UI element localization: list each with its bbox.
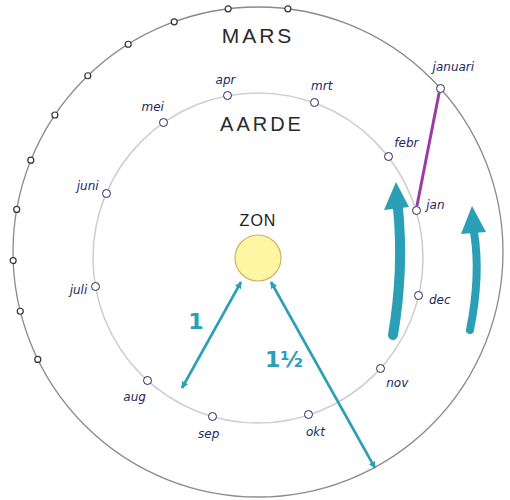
- planet-position: januari: [436, 84, 445, 93]
- month-label: juli: [70, 284, 88, 297]
- planet-position: nov: [376, 364, 385, 373]
- month-label: aug: [123, 391, 146, 404]
- mars-position-dot: [171, 19, 177, 25]
- planet-position: apr: [223, 91, 232, 100]
- month-label: mei: [142, 101, 164, 114]
- mars-position-dot: [14, 206, 20, 212]
- planet-position: juli: [91, 282, 100, 291]
- mars-position-dot: [285, 6, 291, 12]
- planet-position: mrt: [310, 98, 319, 107]
- distance-arrow: [271, 282, 375, 468]
- mars-position-dot: [10, 258, 16, 264]
- month-label: okt: [306, 426, 325, 439]
- mars-position-dot: [28, 157, 34, 163]
- month-label: jan: [426, 199, 444, 212]
- planet-position: mei: [159, 118, 168, 127]
- mars-position-dot: [52, 112, 58, 118]
- mars-positions: [10, 6, 291, 363]
- month-label: febr: [394, 137, 418, 150]
- distance-arrow: [182, 282, 241, 388]
- sun-circle: ZON: [234, 234, 282, 282]
- month-label: mrt: [311, 80, 332, 93]
- planet-position: sep: [208, 412, 217, 421]
- planet-name: AARDE: [220, 113, 304, 135]
- distance-number: 1½: [265, 348, 303, 372]
- mars-position-dot: [17, 308, 23, 314]
- planet-name: MARS: [222, 24, 295, 47]
- month-label: januari: [433, 61, 475, 74]
- month-label: nov: [386, 377, 408, 390]
- sun-shape: [234, 234, 282, 282]
- planet-position: jan: [412, 206, 421, 215]
- direction-arrowhead: [461, 206, 486, 234]
- planet-position: febr: [384, 152, 393, 161]
- month-label: juni: [77, 180, 99, 193]
- planet-position: dec: [414, 291, 423, 300]
- mars-position-dot: [35, 356, 41, 362]
- connector-line: [417, 93, 439, 207]
- mars-orbit: [13, 7, 503, 497]
- sun-label: ZON: [240, 212, 277, 230]
- planet-position: juni: [102, 189, 111, 198]
- month-label: sep: [198, 428, 219, 441]
- direction-arrow: [393, 208, 400, 335]
- earth-orbit: [93, 93, 423, 423]
- sun-disc: [235, 235, 281, 281]
- distance-number: 1: [188, 310, 203, 334]
- planet-position: aug: [143, 376, 152, 385]
- direction-arrowhead: [384, 182, 409, 210]
- direction-arrow: [470, 232, 477, 330]
- mars-position-dot: [125, 41, 131, 47]
- month-label: dec: [429, 294, 451, 307]
- planet-position: okt: [304, 410, 313, 419]
- mars-position-dot: [225, 6, 231, 12]
- mars-position-dot: [85, 73, 91, 79]
- month-label: apr: [216, 74, 236, 87]
